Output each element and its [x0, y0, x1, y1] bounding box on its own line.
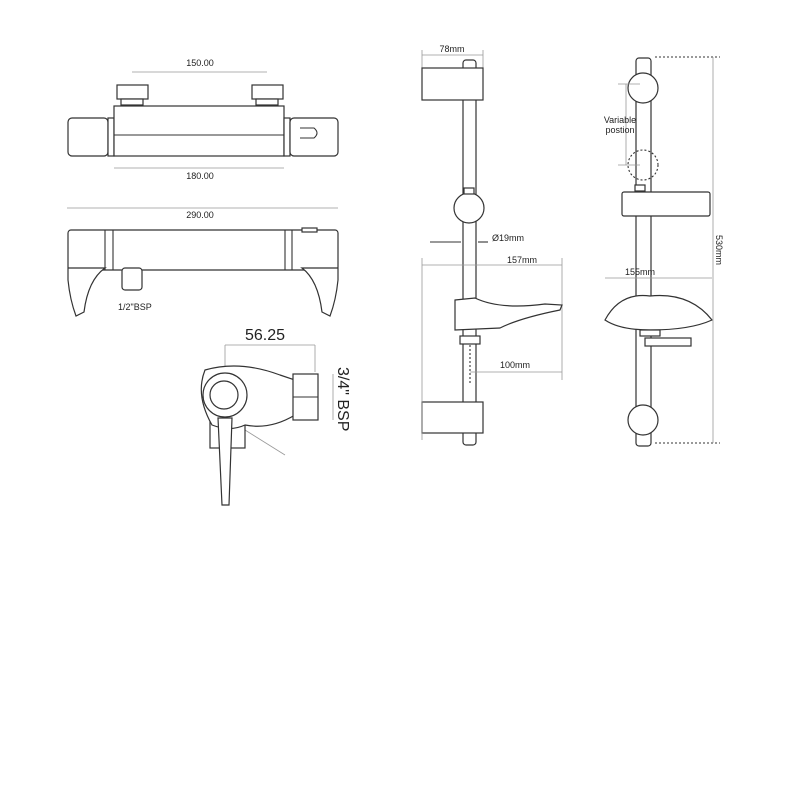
dim-290: 290.00 — [186, 210, 214, 220]
dim-56-25: 56.25 — [245, 327, 285, 344]
variable-position-label-2: postion — [605, 125, 634, 135]
dim-150: 150.00 — [186, 58, 214, 68]
inlet-size-label: 1/2"BSP — [118, 302, 152, 312]
dim-100mm: 100mm — [500, 360, 530, 370]
dim-19mm: Ø19mm — [492, 233, 524, 243]
rail-side-view: 78mm Ø19mm 157mm 100mm — [421, 44, 563, 446]
mixer-end-view: 56.25 3/4" BSP — [200, 327, 351, 506]
dim-155mm: 155mm — [625, 267, 655, 277]
dim-530mm: 530mm — [714, 235, 724, 265]
outlet-size-label: 3/4" BSP — [334, 367, 351, 431]
mixer-side-view: 290.00 1/2"BSP — [67, 207, 339, 317]
dim-157mm: 157mm — [507, 255, 537, 265]
mixer-top-view: 150.00 180.00 — [67, 58, 339, 181]
dim-78mm: 78mm — [439, 44, 464, 54]
rail-front-view: Variable postion 155mm 530mm — [604, 56, 724, 447]
variable-position-label-1: Variable — [604, 115, 636, 125]
dim-180: 180.00 — [186, 171, 214, 181]
